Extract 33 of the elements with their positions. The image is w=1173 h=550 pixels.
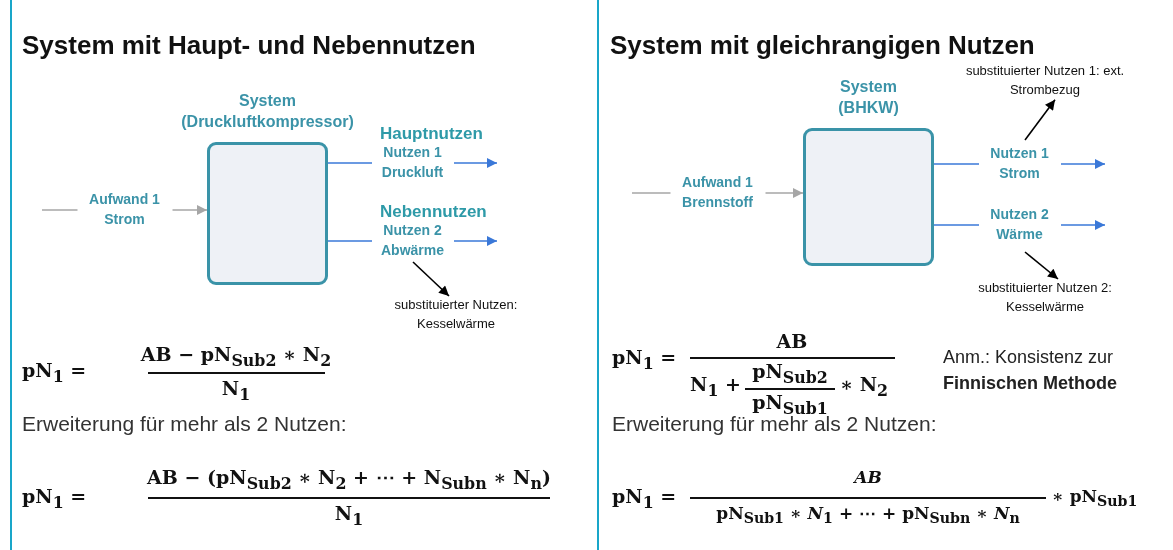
formula-text: pN$_{1}$ = xyxy=(612,346,677,374)
arrow xyxy=(933,220,1106,230)
formula-denominator: N$_{1}$ xyxy=(334,502,364,530)
panel-title: System mit Haupt- und Nebennutzen xyxy=(22,30,476,61)
caption-text: Erweiterung für mehr als 2 Nutzen: xyxy=(22,412,347,436)
arrow xyxy=(327,158,498,168)
formula-numerator: AB − (pN$_{Sub2}$ ∗ N$_{2}$ + ⋯ + N$_{Subn}$ ∗ N$_{n}$) xyxy=(147,466,551,494)
formula-text: ∗ N$_{2}$ xyxy=(840,373,889,401)
leader-arrow xyxy=(412,261,450,297)
system-label: System (Druckluftkompressor) xyxy=(180,90,355,133)
formula-numerator: AB xyxy=(854,467,882,489)
annotation-text: substituierter Nutzen: Kesselwärme xyxy=(380,296,532,334)
panel-title: System mit gleichrangigen Nutzen xyxy=(610,30,1035,61)
note-text: Anm.: Konsistenz zur Finnischen Methode xyxy=(943,346,1118,396)
formula-numerator: AB − pN$_{Sub2}$ ∗ N$_{2}$ xyxy=(140,343,332,371)
formula-denominator: N$_{1}$ xyxy=(221,377,251,405)
formula-numerator: pN$_{Sub2}$ xyxy=(752,360,828,388)
system-label: System (BHKW) xyxy=(837,76,900,119)
formula-denominator: pN$_{Sub1}$ ∗ N$_{1}$ + ⋯ + pN$_{Subn}$ ∗ N$_{n}$ xyxy=(716,503,1020,529)
formula-numerator: AB xyxy=(776,330,808,354)
annotation-text: substituierter Nutzen 1: ext. Strombezug xyxy=(948,62,1142,100)
formula-text: N$_{1}$ + xyxy=(690,373,741,401)
leader-arrow xyxy=(1024,251,1059,280)
arrow xyxy=(933,159,1106,169)
annotation-text: substituierter Nutzen 2: Kesselwärme xyxy=(948,279,1142,317)
category-heading: Hauptnutzen xyxy=(380,124,483,144)
category-heading: Nebennutzen xyxy=(380,202,487,222)
formula-text: pN$_{1}$ = xyxy=(22,359,87,387)
leader-arrow xyxy=(1024,98,1056,141)
arrow xyxy=(327,236,498,246)
formula-text: ∗ pN$_{Sub1}$ xyxy=(1052,486,1138,512)
formula-text: pN$_{1}$ = xyxy=(612,485,677,513)
formula-text: pN$_{1}$ = xyxy=(22,485,87,513)
